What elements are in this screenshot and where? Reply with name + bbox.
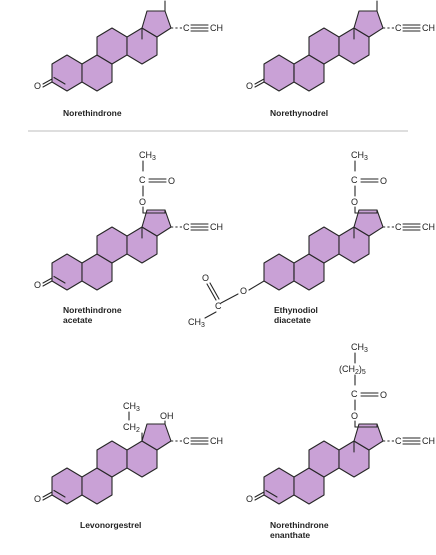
- carbon-label: C: [183, 436, 190, 446]
- ethynodiol-diacetate-structure: O C O CH3 O C O CH3 C CH: [188, 150, 435, 329]
- ketone-oxygen-label: O: [246, 81, 253, 91]
- carbon-label: C: [395, 436, 402, 446]
- ketone-oxygen-label: O: [34, 280, 41, 290]
- methyl-label: CH3: [351, 150, 368, 162]
- ester-oxygen-label: O: [240, 286, 247, 296]
- compound-name-line2: enanthate: [270, 530, 310, 540]
- carbonyl-oxygen-label: O: [380, 176, 387, 186]
- compound-name: Ethynodiol: [274, 305, 318, 315]
- carbonyl-carbon-label: C: [215, 301, 222, 311]
- carbonyl-carbon-label: C: [139, 175, 146, 185]
- carbon-label: C: [183, 222, 190, 232]
- ester-oxygen-label: O: [351, 197, 358, 207]
- ketone-oxygen-label: O: [34, 494, 41, 504]
- ch-label: CH: [210, 23, 223, 33]
- carbon-label: C: [395, 23, 402, 33]
- carbonyl-carbon-label: C: [351, 175, 358, 185]
- hydroxyl-label: OH: [160, 411, 174, 421]
- ch-label: CH: [422, 222, 435, 232]
- compound-name: Norethindrone: [63, 108, 122, 118]
- compound-name-line2: diacetate: [274, 315, 311, 325]
- ester-oxygen-label: O: [351, 411, 358, 421]
- ketone-oxygen-label: O: [246, 494, 253, 504]
- methyl-label: CH3: [188, 317, 205, 329]
- compound-name: Norethynodrel: [270, 108, 328, 118]
- ethyl-ch2-label: CH2: [123, 422, 140, 434]
- carbon-label: C: [395, 222, 402, 232]
- ketone-oxygen-label: O: [34, 81, 41, 91]
- compound-name: Norethindrone: [63, 305, 122, 315]
- norethindrone-enanthate-structure: O O C O (CH2)5 CH3 C CH: [246, 342, 435, 505]
- ch-label: CH: [422, 436, 435, 446]
- levonorgestrel-structure: O CH2 CH3 OH C CH: [34, 401, 223, 505]
- norethindrone-acetate-structure: O O C O CH3 C CH: [34, 150, 223, 291]
- carbonyl-oxygen-label: O: [380, 390, 387, 400]
- norethynodrel-structure: O OH C CH: [246, 0, 435, 92]
- ch-label: CH: [210, 436, 223, 446]
- compound-name: Norethindrone: [270, 520, 329, 530]
- ch-label: CH: [422, 23, 435, 33]
- norethindrone-structure: O OH C CH: [34, 0, 223, 92]
- ethyl-ch3-label: CH3: [123, 401, 140, 413]
- carbonyl-oxygen-label: O: [202, 273, 209, 283]
- terminal-methyl-label: CH3: [351, 342, 368, 354]
- compound-name: Levonorgestrel: [80, 520, 141, 530]
- compound-name-line2: acetate: [63, 315, 93, 325]
- ch-label: CH: [210, 222, 223, 232]
- ester-oxygen-label: O: [139, 197, 146, 207]
- carbonyl-carbon-label: C: [351, 389, 358, 399]
- methyl-label: CH3: [139, 150, 156, 162]
- carbonyl-oxygen-label: O: [168, 176, 175, 186]
- carbon-label: C: [183, 23, 190, 33]
- hexyl-chain-label: (CH2)5: [339, 364, 366, 376]
